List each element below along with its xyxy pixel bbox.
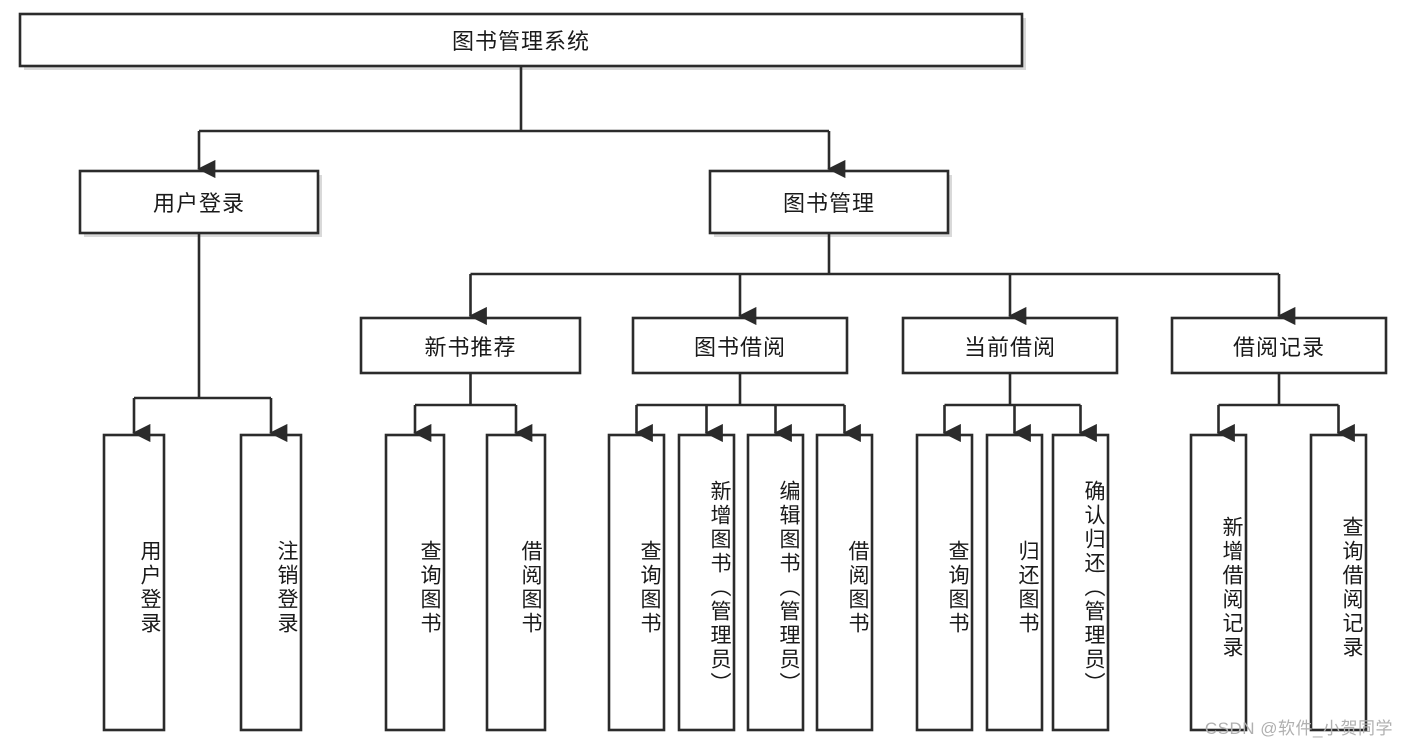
node-box-leaf-user-login[interactable] [102,433,166,732]
node-box-leaf-borrow-book-recommend[interactable] [485,433,547,732]
node-box-leaf-query-book-current[interactable] [915,433,974,732]
node-boxes-layer [18,12,1388,732]
node-box-leaf-logout-login[interactable] [239,433,303,732]
node-box-borrow-record[interactable] [1170,316,1388,375]
node-box-leaf-query-book-recommend[interactable] [384,433,446,732]
node-box-new-book-recommend[interactable] [359,316,582,375]
node-box-book-management[interactable] [708,169,950,235]
node-box-current-borrow[interactable] [901,316,1119,375]
node-box-leaf-query-borrow-record[interactable] [1309,433,1368,732]
node-box-user-login[interactable] [78,169,320,235]
node-box-leaf-confirm-return-admin[interactable] [1051,433,1110,732]
node-box-root[interactable] [18,12,1024,68]
node-box-leaf-edit-book-admin[interactable] [746,433,805,732]
node-box-book-borrow[interactable] [631,316,849,375]
connectors-layer [132,66,1355,443]
watermark-text: CSDN @软件_小贺同学 [1204,719,1393,738]
node-box-leaf-borrow-book[interactable] [815,433,874,732]
node-box-leaf-return-book[interactable] [985,433,1044,732]
node-box-leaf-add-book-admin[interactable] [677,433,736,732]
node-box-leaf-add-borrow-record[interactable] [1189,433,1248,732]
node-box-leaf-query-book-borrow[interactable] [607,433,666,732]
